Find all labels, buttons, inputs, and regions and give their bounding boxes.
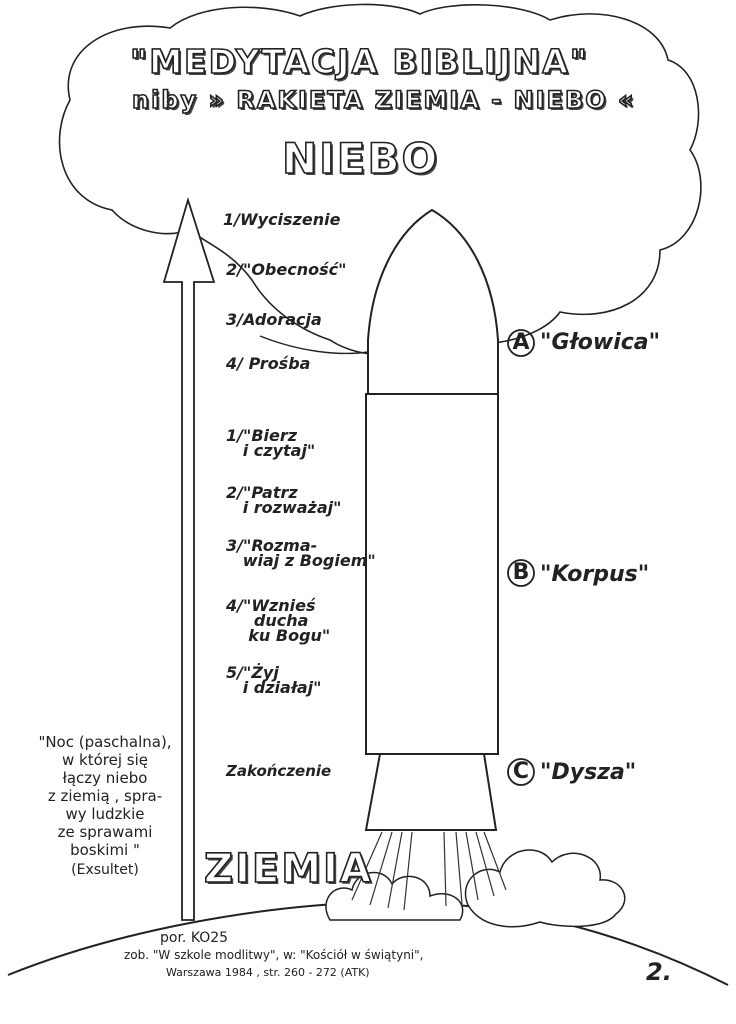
step-prosba: 4/ Prośba (226, 354, 311, 373)
step-patrz-i-rozwazaj: 2/"Patrz i rozważaj" (226, 483, 342, 517)
quote-line: ze sprawami (57, 823, 153, 841)
part-letter-c: C (512, 759, 530, 784)
step-text: "Rozma- (242, 536, 318, 555)
heaven-label: NIEBO (281, 133, 440, 184)
exhaust-streaks (351, 831, 507, 911)
step-wznies-ducha: 4/"Wznieś ducha ku Bogu" (226, 596, 331, 645)
reference-line-1: por. KO25 (160, 930, 229, 946)
step-wyciszenie: 1/Wyciszenie (223, 210, 341, 229)
step-obecnosc: 2/"Obecność" (226, 260, 347, 279)
step-text: "Bierz (242, 426, 298, 445)
step-number: 3/ (226, 310, 243, 329)
step-text-2: i działaj" (242, 678, 322, 697)
quote-line: "Noc (paschalna), (38, 733, 172, 751)
rocket-nose-cone (367, 208, 499, 395)
step-number: 1/ (223, 210, 240, 229)
step-number: 5/ (226, 663, 243, 682)
step-zyj-i-dzialaj: 5/"Żyj i działaj" (226, 663, 322, 697)
step-adoracja: 3/Adoracja (226, 310, 322, 329)
quote-line: boskimi " (70, 841, 140, 859)
quote-source: (Exsultet) (71, 862, 139, 878)
step-text-3: ku Bogu" (248, 626, 331, 645)
step-bierz-i-czytaj: 1/"Bierz i czytaj" (226, 426, 316, 460)
step-text-2: ducha (253, 611, 309, 630)
step-text: "Wznieś (242, 596, 316, 615)
part-letter-b: B (512, 560, 530, 585)
step-number: 3/ (226, 536, 243, 555)
part-dysza: "Dysza" (540, 760, 637, 785)
diagram-subtitle: niby » RAKIETA ZIEMIA - NIEBO « (131, 85, 636, 115)
part-letter-a: A (512, 330, 530, 355)
reference-line-3: Warszawa 1984 , str. 260 - 272 (ATK) (166, 966, 370, 979)
circle-b-icon (507, 559, 535, 587)
exsultet-quote: "Noc (paschalna), w której się łączy nie… (20, 733, 190, 879)
step-text: Wyciszenie (239, 210, 341, 229)
step-text: Prośba (248, 354, 311, 373)
page-number: 2. (646, 958, 672, 986)
upward-arrow-icon (162, 196, 216, 921)
quote-line: wy ludzkie (65, 805, 145, 823)
step-text: "Patrz (242, 483, 298, 502)
step-number: 2/ (226, 260, 243, 279)
quote-line: w której się (62, 751, 148, 769)
part-glowica: "Głowica" (540, 330, 661, 355)
quote-line: z ziemią , spra- (47, 787, 163, 805)
cloud-connector (259, 335, 369, 355)
step-text-2: wiaj z Bogiem" (242, 551, 376, 570)
reference-line-2: zob. "W szkole modlitwy", w: "Kościół w … (124, 948, 424, 962)
step-rozmawiaj-z-bogiem: 3/"Rozma- wiaj z Bogiem" (226, 536, 376, 570)
step-text: "Żyj (242, 663, 279, 682)
step-number: 1/ (226, 426, 243, 445)
earth-label: ZIEMIA (203, 845, 373, 893)
rocket-body (365, 393, 499, 755)
circle-a-icon (507, 329, 535, 357)
quote-line: łączy niebo (62, 769, 148, 787)
step-zakonczenie: Zakończenie (226, 762, 332, 780)
circle-c-icon (507, 758, 535, 786)
smoke-clouds (325, 849, 626, 928)
rocket (364, 208, 499, 831)
diagram-title: "MEDYTACJA BIBLIJNA" (129, 41, 589, 82)
rocket-nozzle (364, 753, 498, 831)
step-number: 4/ (226, 354, 243, 373)
step-number: 2/ (226, 483, 243, 502)
step-number: 4/ (226, 596, 243, 615)
part-korpus: "Korpus" (540, 562, 650, 587)
part-letter-circles (507, 329, 535, 786)
cloud-outline (58, 3, 702, 356)
step-text-2: i czytaj" (242, 441, 316, 460)
step-text: Adoracja (242, 310, 322, 329)
step-text: "Obecność" (242, 260, 347, 279)
step-text-2: i rozważaj" (242, 498, 342, 517)
